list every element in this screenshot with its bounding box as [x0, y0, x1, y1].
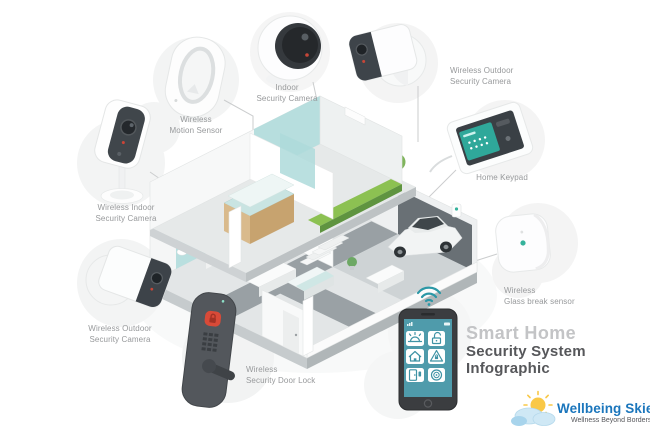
device-wireless-indoor-camera [94, 99, 151, 204]
label-door-lock: Wireless Security Door Lock [246, 365, 316, 385]
device-outdoor-camera-left [85, 245, 172, 308]
label-glass-break: Wireless Glass break sensor [504, 286, 575, 306]
cctv-camera-icon [430, 369, 443, 381]
brand-logo-icon [511, 390, 556, 426]
car [387, 216, 463, 258]
brand-name: Wellbeing Skies [557, 401, 650, 416]
lock-keypad [201, 332, 219, 352]
stairs [299, 234, 350, 266]
home-security-icon [408, 350, 422, 362]
label-outdoor-cam-top: Wireless Outdoor Security Camera [450, 66, 514, 86]
device-door-lock [181, 292, 237, 408]
label-home-keypad: Home Keypad [476, 173, 528, 182]
label-motion-sensor: Wireless Motion Sensor [169, 115, 223, 135]
brand-tagline: Wellness Beyond Borders [571, 417, 650, 424]
padlock-icon [431, 331, 442, 345]
device-motion-sensor [164, 36, 226, 118]
connector-home-keypad [427, 169, 457, 199]
title-security-system: Security System [466, 342, 586, 360]
front-door [283, 310, 299, 354]
ac-unit [344, 106, 366, 126]
siren-alarm-icon [407, 331, 423, 343]
wifi-icon [416, 286, 442, 306]
device-outdoor-camera-top [348, 24, 427, 87]
title-smart-home: Smart Home [466, 323, 577, 343]
warning-alert-icon [429, 349, 444, 362]
device-indoor-camera [257, 15, 323, 85]
title-block: Smart Home Security System Infographic [466, 323, 636, 377]
smartphone [398, 286, 458, 411]
device-home-keypad [429, 101, 534, 175]
label-indoor-cam-left: Wireless Indoor Security Camera [95, 203, 157, 223]
device-glass-break-sensor [495, 213, 551, 273]
door-sensor-icon [408, 369, 422, 381]
title-infographic: Infographic [466, 359, 550, 377]
label-indoor-cam-top: Indoor Security Camera [256, 83, 318, 103]
brand-logo: Wellbeing Skies Wellness Beyond Borders [512, 396, 650, 432]
phone-app-tiles [406, 331, 445, 382]
label-outdoor-cam-left: Wireless Outdoor Security Camera [88, 324, 152, 344]
phone-home-button [423, 399, 433, 408]
